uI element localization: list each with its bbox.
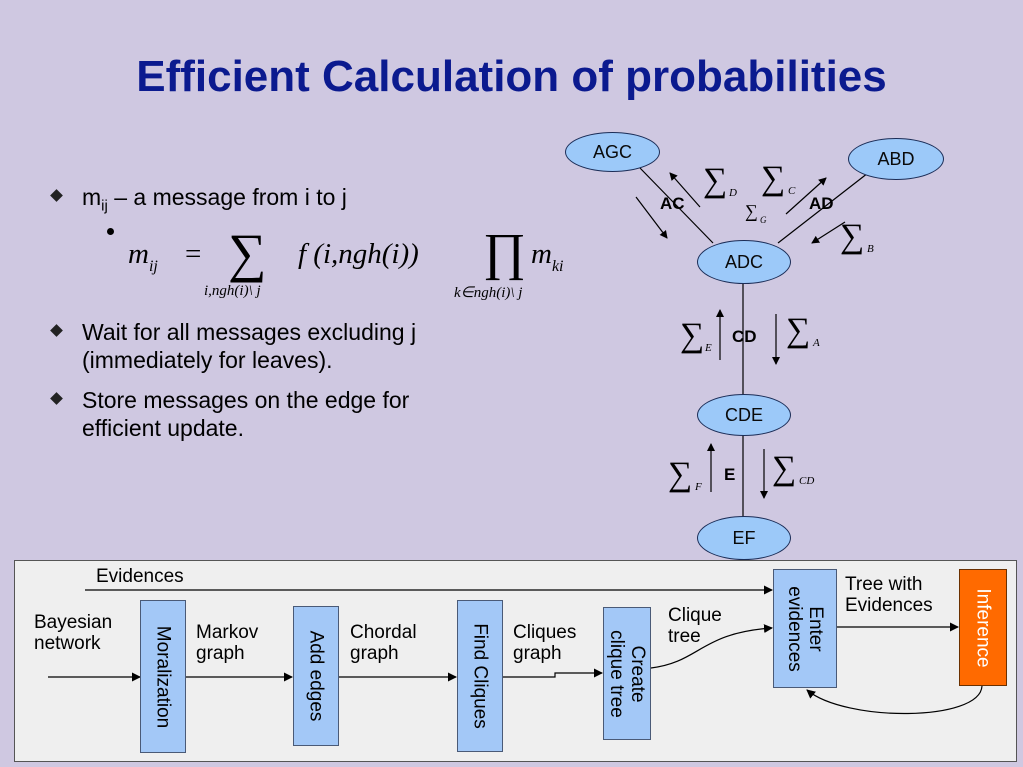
formula-rhs: mki: [531, 238, 564, 275]
msg-sub-a: A: [813, 337, 820, 349]
node-cde: CDE: [697, 394, 791, 436]
msg-sum-d: ∑: [703, 162, 728, 199]
box-moralization: Moralization: [140, 600, 186, 753]
edge-agc-adc: [639, 167, 714, 244]
formula-sum-subscript: i,ngh(i)\ j: [204, 283, 261, 299]
slide-title: Efficient Calculation of probabilities: [136, 52, 887, 101]
msg-sum-f: ∑: [668, 456, 693, 493]
msg-arrow-ad-up: [785, 177, 827, 215]
edge-label-e: E: [724, 465, 736, 484]
bullet-wait-line2: (immediately for leaves).: [82, 347, 333, 373]
formula-lhs: mij: [128, 238, 158, 275]
formula-function: f (i,ngh(i)): [298, 238, 419, 270]
msg-arrow-ac-up: [669, 172, 701, 208]
formula-sum-symbol: ∑: [228, 223, 267, 283]
box-find-cliques: Find Cliques: [457, 600, 503, 752]
arrow-feedback: [806, 685, 983, 715]
node-ef: EF: [697, 516, 791, 560]
msg-sum-b: ∑: [840, 218, 865, 255]
msg-sub-f: F: [695, 481, 702, 493]
msg-sub-cd: CD: [799, 475, 815, 487]
msg-sum-cd: ∑: [772, 450, 797, 487]
formula-lhs-sub: ij: [148, 258, 158, 275]
msg-sum-g: ∑: [745, 201, 758, 221]
edge-label-cd: CD: [732, 327, 757, 346]
bullet-message-text: – a message from i to j: [107, 184, 347, 210]
sub-bullet-dot-icon: [107, 228, 114, 235]
msg-sum-e: ∑: [680, 317, 705, 354]
msg-sub-e: E: [705, 342, 712, 354]
box-add-edges: Add edges: [293, 606, 339, 746]
arrow-clique-tree: [650, 624, 773, 669]
msg-sub-b: B: [867, 243, 874, 255]
bullet-wait-line1: Wait for all messages excluding j: [82, 319, 417, 345]
formula-lhs-m: m: [128, 238, 149, 270]
formula-product-symbol: ∏: [483, 224, 526, 281]
arrow-cliques: [503, 668, 603, 678]
label-evidences: Evidences: [96, 566, 184, 587]
msg-arrow-ad-down: [811, 221, 846, 244]
formula-product-subscript: k∈ngh(i)\ j: [454, 285, 523, 301]
node-adc: ADC: [697, 240, 791, 284]
edge-abd-adc: [777, 172, 869, 244]
msg-sum-c: ∑: [761, 160, 786, 197]
msg-arrow-ac-down: [635, 196, 668, 239]
msg-sub-d: D: [729, 187, 737, 199]
bullet-store-line1: Store messages on the edge for: [82, 387, 410, 413]
edge-label-ac: AC: [660, 194, 685, 213]
box-inference: Inference: [959, 569, 1007, 686]
msg-sub-c: C: [788, 185, 796, 197]
edge-label-ad: AD: [809, 194, 834, 213]
bullet-m: m: [82, 184, 102, 210]
formula-rhs-sub: ki: [551, 258, 564, 275]
bullet-m-sub: ij: [101, 197, 108, 215]
msg-sum-a: ∑: [786, 312, 811, 349]
formula-rhs-m: m: [531, 238, 552, 270]
formula-eq: =: [185, 238, 202, 270]
node-abd: ABD: [848, 138, 944, 180]
msg-sub-g: G: [760, 215, 767, 225]
bullet-store-line2: efficient update.: [82, 415, 244, 441]
node-agc: AGC: [565, 132, 660, 172]
